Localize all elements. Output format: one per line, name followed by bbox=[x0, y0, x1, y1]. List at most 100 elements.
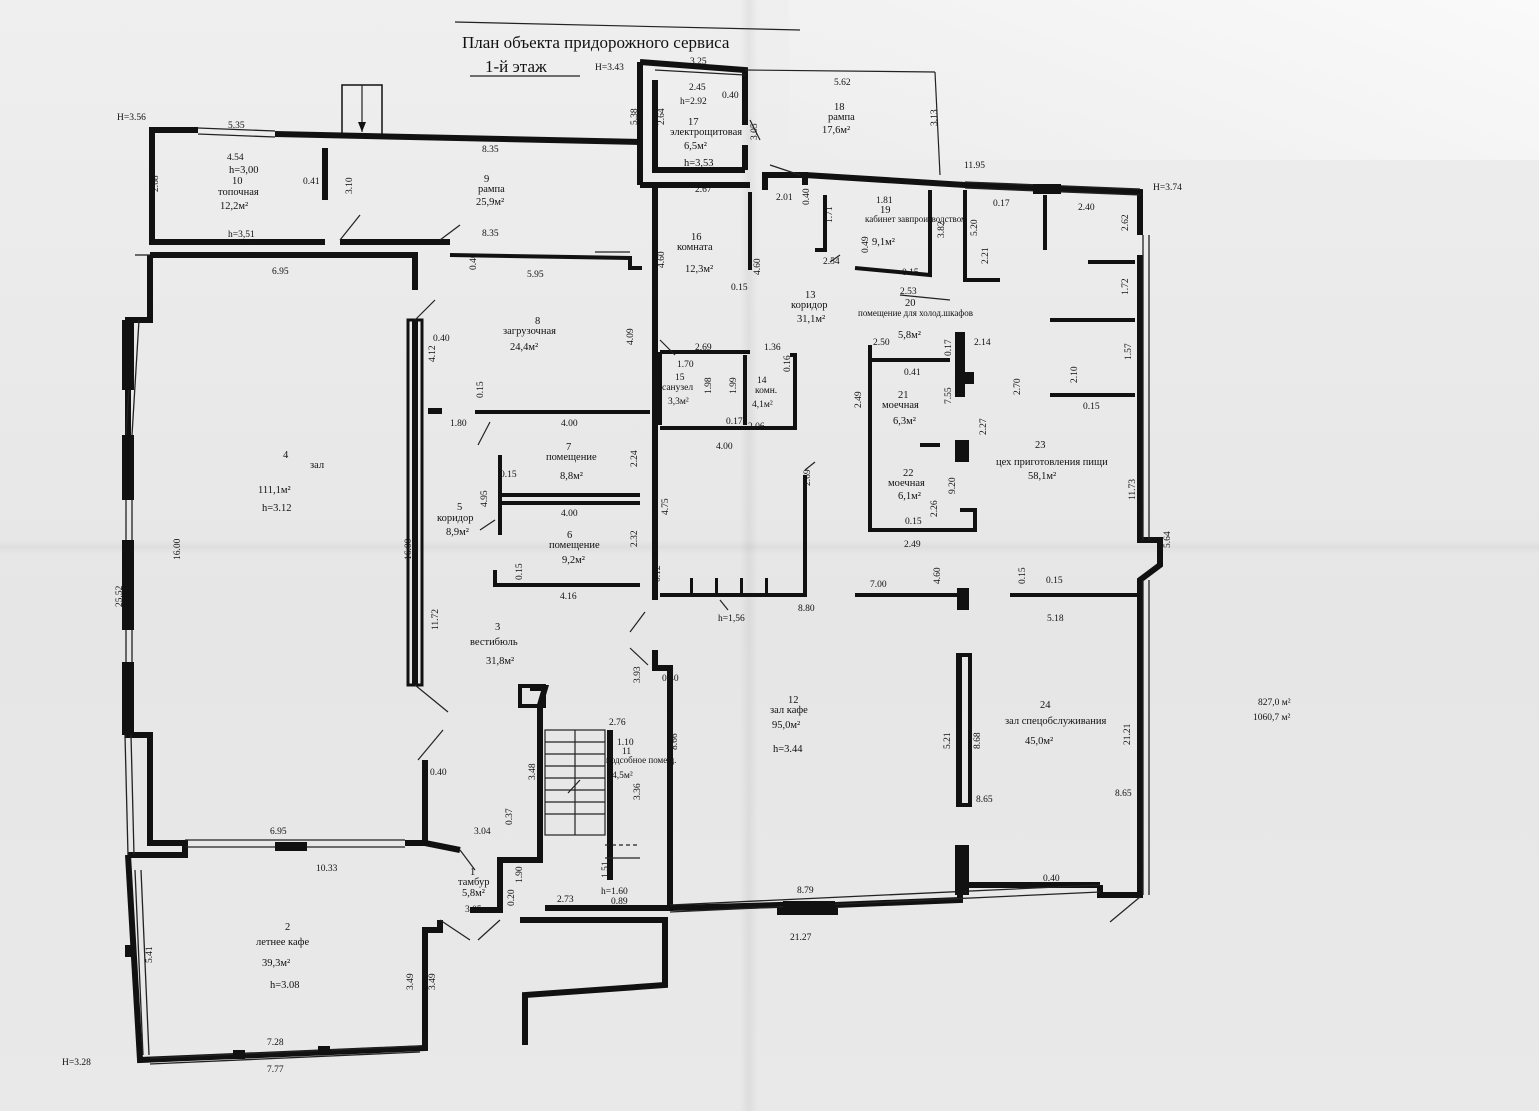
dimension-label: 4.16 bbox=[560, 592, 577, 602]
room-6-name: помещение bbox=[549, 540, 600, 551]
dimension-label: 0.40 bbox=[433, 334, 450, 344]
dimension-label: 6.95 bbox=[270, 827, 287, 837]
room-4-id: 4 bbox=[283, 450, 289, 461]
dimension-label: 3.36 bbox=[633, 783, 643, 800]
column bbox=[518, 684, 546, 708]
room-11-name: подсобное помещ. bbox=[606, 755, 676, 765]
counter-leg bbox=[740, 578, 743, 595]
room-16-area: 12,3м² bbox=[685, 264, 713, 275]
dimension-label: 0.40 bbox=[430, 768, 447, 778]
room-18-name: рампа bbox=[828, 112, 855, 123]
room-4-height: h=3.12 bbox=[262, 503, 292, 514]
dimension-label: 1.99 bbox=[729, 377, 739, 394]
dimension-label: 2.27 bbox=[979, 418, 989, 435]
column bbox=[955, 845, 969, 895]
height-marks: Н=3.56 Н=3.43 Н=3.74 Н=3.28 h=3,51 h=2.9… bbox=[62, 63, 1182, 1068]
dimension-label: 7.77 bbox=[267, 1065, 284, 1075]
dimension-label: 5.62 bbox=[834, 78, 851, 88]
dimension-label: 2.76 bbox=[609, 718, 626, 728]
room-17-area: 6,5м² bbox=[684, 141, 707, 152]
dimension-label: 1.51 bbox=[601, 861, 611, 878]
room-5-id: 5 bbox=[457, 502, 462, 513]
dimension-label: 0.40 bbox=[802, 188, 812, 205]
dimension-label: 3.49 bbox=[428, 973, 438, 990]
room-23-id: 23 bbox=[1035, 440, 1046, 451]
room-7-id: 7 bbox=[566, 442, 571, 453]
height-mark: h=3,51 bbox=[228, 230, 255, 240]
dimension-label: 11.73 bbox=[1128, 479, 1138, 500]
room-20-area: 5,8м² bbox=[898, 330, 921, 341]
dimension-label: 3.48 bbox=[528, 763, 538, 780]
dimension-label: 8.65 bbox=[1115, 789, 1132, 799]
room-3-name: вестибюль bbox=[470, 637, 518, 648]
dimension-label: 4.09 bbox=[626, 328, 636, 345]
room-22-id: 22 bbox=[903, 468, 914, 479]
dimension-label: 3.25 bbox=[690, 57, 707, 67]
room-24-area: 45,0м² bbox=[1025, 736, 1053, 747]
height-mark: h=1.60 bbox=[601, 887, 628, 897]
window-block bbox=[125, 945, 135, 957]
column bbox=[428, 408, 442, 414]
dimension-label: 0.40 bbox=[1043, 874, 1060, 884]
room-12-height: h=3.44 bbox=[773, 744, 803, 755]
room-15-area: 3,3м² bbox=[668, 397, 689, 407]
room-3-id: 3 bbox=[495, 622, 500, 633]
dimension-label: 16.00 bbox=[173, 538, 183, 560]
dimension-label: 5.18 bbox=[1047, 614, 1064, 624]
dimension-label: 4.95 bbox=[480, 490, 490, 507]
dimension-label: 11.95 bbox=[964, 161, 985, 171]
dimension-label: 1.71 bbox=[825, 206, 835, 223]
dimension-label: 7.55 bbox=[944, 387, 954, 404]
dimension-label: 1.36 bbox=[764, 343, 781, 353]
room-6-area: 9,2м² bbox=[562, 555, 585, 566]
level-mark: Н=3.43 bbox=[595, 63, 624, 73]
dimension-label: 1.72 bbox=[1121, 278, 1131, 295]
pier bbox=[122, 320, 134, 390]
dimension-label: 1.10 bbox=[617, 738, 634, 748]
dimension-label: 3.49 bbox=[406, 973, 416, 990]
dimension-label: 3.05 bbox=[750, 123, 760, 140]
dimension-label: 8.35 bbox=[482, 229, 499, 239]
room-15-id: 15 bbox=[675, 373, 685, 383]
dimension-label: 4.60 bbox=[933, 567, 943, 584]
dimension-label: 2.10 bbox=[1070, 366, 1080, 383]
window-block bbox=[1033, 184, 1061, 194]
dimension-label: 3.13 bbox=[930, 109, 940, 126]
dimension-label: 5.38 bbox=[630, 108, 640, 125]
room-9-id: 9 bbox=[484, 174, 489, 185]
dimension-label: 1.98 bbox=[704, 377, 714, 394]
room-2-id: 2 bbox=[285, 922, 290, 933]
height-mark: h=1,56 bbox=[718, 614, 745, 624]
room-20-name: помещение для холод.шкафов bbox=[858, 308, 973, 318]
room-17-id: 17 bbox=[688, 117, 699, 128]
plan-title: План объекта придорожного сервиса bbox=[462, 33, 730, 52]
dimension-label: 0.15 bbox=[515, 563, 525, 580]
staircase bbox=[544, 729, 640, 859]
dimension-label: 4.75 bbox=[661, 498, 671, 515]
dimension-label: 0.16 bbox=[783, 355, 793, 372]
room-12-name: зал кафе bbox=[770, 705, 808, 716]
room-24-name: зал спецобслуживания bbox=[1005, 716, 1107, 727]
dimension-label: 8.65 bbox=[976, 795, 993, 805]
room-labels: 1 тамбур 5,8м² 2 летнее кафе 39,3м² h=3.… bbox=[218, 102, 1108, 991]
room-10-area: 12,2м² bbox=[220, 201, 248, 212]
dimension-label: 16.00 bbox=[404, 538, 414, 560]
dimension-label: 0.40 bbox=[469, 253, 479, 270]
room-2-name: летнее кафе bbox=[256, 937, 309, 948]
dimension-label: 5.64 bbox=[1163, 531, 1173, 548]
dimension-label: 0.15 bbox=[500, 470, 517, 480]
dimension-label: 3.93 bbox=[633, 666, 643, 683]
dock-arrow-head bbox=[358, 122, 366, 132]
dimension-label: 1.57 bbox=[1124, 343, 1134, 360]
dimension-label: 5.41 bbox=[145, 946, 155, 963]
dimension-label: 2.40 bbox=[1078, 203, 1095, 213]
room-17-name: электрощитовая bbox=[670, 127, 742, 138]
room-13-name: коридор bbox=[791, 300, 828, 311]
room-14-name: комн. bbox=[755, 386, 777, 396]
dimension-label: 4.00 bbox=[561, 419, 578, 429]
dimension-label: 2.21 bbox=[981, 247, 991, 264]
dimension-label: 2.01 bbox=[776, 193, 793, 203]
room-19-id: 19 bbox=[880, 205, 891, 216]
